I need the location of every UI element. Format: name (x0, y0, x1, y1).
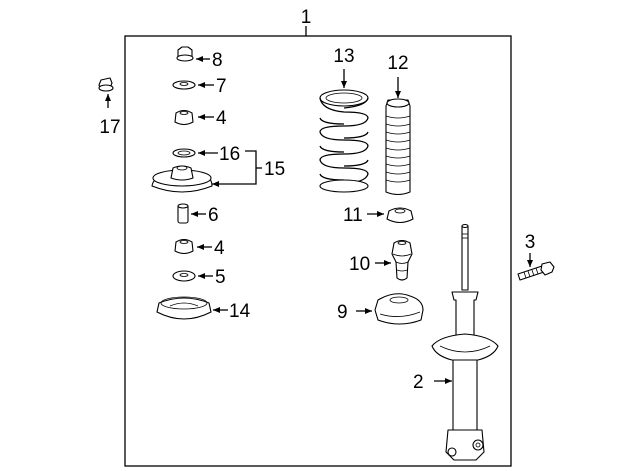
callout-5[interactable]: 5 (215, 267, 226, 288)
bump-stop-icon (391, 239, 413, 281)
callout-16[interactable]: 16 (219, 144, 240, 165)
coil-spring-icon (319, 89, 369, 193)
bushing-icon (174, 238, 194, 255)
washer-icon (172, 80, 196, 90)
washer-icon (172, 270, 196, 282)
callout-14[interactable]: 14 (229, 301, 251, 322)
nut-icon (176, 46, 194, 62)
callout-3[interactable]: 3 (525, 232, 536, 253)
callout-10[interactable]: 10 (349, 254, 370, 275)
nut-icon (98, 77, 114, 92)
bolt-icon (517, 261, 555, 281)
callout-15[interactable]: 15 (264, 159, 285, 180)
strut-icon (431, 223, 499, 461)
callout-2[interactable]: 2 (413, 372, 424, 393)
assembly-frame (124, 35, 512, 467)
callout-11[interactable]: 11 (343, 205, 363, 226)
spring-insulator-icon (156, 296, 212, 320)
bushing-icon (174, 109, 194, 126)
callout-4-upper[interactable]: 4 (216, 108, 227, 129)
dust-boot-icon (385, 98, 411, 196)
collar-icon (177, 203, 189, 224)
spring-seat-icon (374, 293, 424, 325)
mount-washer-icon (172, 148, 196, 158)
callout-1[interactable]: 1 (301, 7, 312, 28)
strut-mount-icon (151, 165, 213, 193)
callout-7[interactable]: 7 (216, 76, 227, 97)
callout-8[interactable]: 8 (212, 50, 223, 71)
callout-9[interactable]: 9 (337, 302, 348, 323)
callout-17[interactable]: 17 (99, 117, 120, 138)
mount-icon (386, 207, 414, 224)
callout-4-lower[interactable]: 4 (214, 238, 225, 259)
callout-6[interactable]: 6 (208, 205, 219, 226)
callout-13[interactable]: 13 (333, 46, 354, 67)
callout-12[interactable]: 12 (387, 53, 408, 74)
